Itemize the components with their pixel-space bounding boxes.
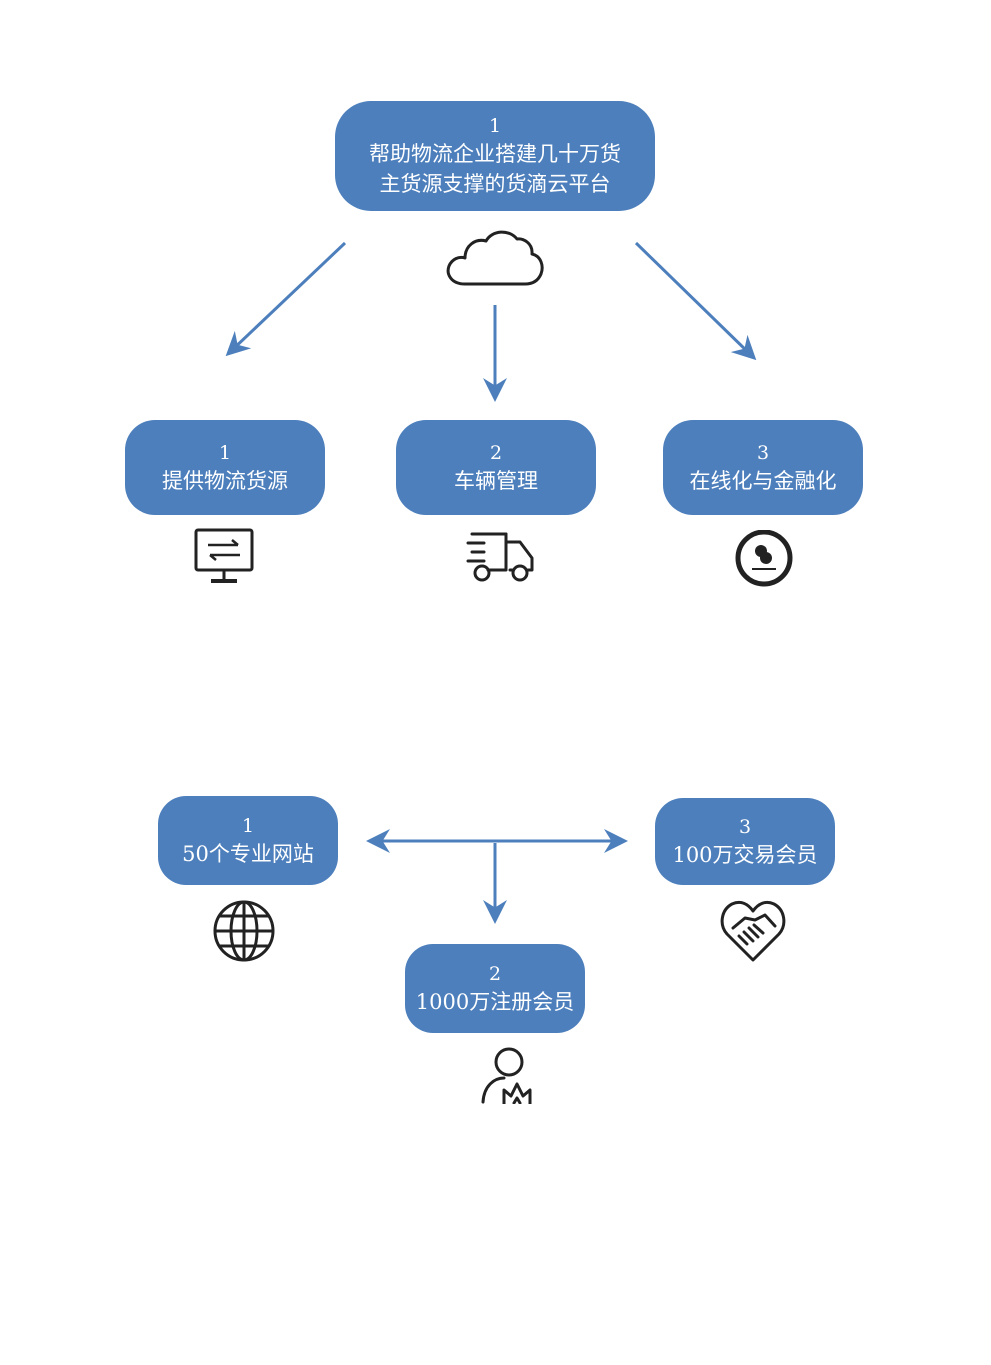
monitor-exchange-icon — [194, 528, 254, 583]
child-node-1: 1 提供物流货源 — [125, 420, 325, 515]
child-1-number: 1 — [218, 441, 232, 464]
globe-icon — [213, 900, 275, 962]
bottom-node-3: 3 100万交易会员 — [655, 798, 835, 885]
delivery-truck-icon — [466, 532, 534, 582]
child-3-number: 3 — [756, 441, 770, 464]
root-line-2: 主货源支撑的货滴云平台 — [379, 172, 611, 196]
bottom-3-number: 3 — [738, 815, 752, 838]
child-1-label: 提供物流货源 — [162, 468, 288, 493]
root-number: 1 — [488, 115, 502, 137]
arrow-to-child-3 — [634, 241, 757, 361]
cloud-icon — [446, 230, 544, 286]
bottom-2-number: 2 — [488, 962, 502, 985]
child-node-2: 2 车辆管理 — [396, 420, 596, 515]
bottom-2-label: 1000万注册会员 — [415, 989, 575, 1014]
member-icon — [481, 1047, 532, 1104]
finance-coin-icon — [735, 530, 793, 587]
bottom-node-1: 1 50个专业网站 — [158, 796, 338, 885]
child-2-number: 2 — [489, 441, 503, 464]
handshake-heart-icon — [720, 900, 786, 962]
bottom-node-2: 2 1000万注册会员 — [405, 944, 585, 1033]
child-2-label: 车辆管理 — [454, 468, 538, 493]
child-node-3: 3 在线化与金融化 — [663, 420, 863, 515]
arrow-to-child-1 — [225, 241, 347, 357]
bottom-3-label: 100万交易会员 — [672, 842, 818, 867]
bottom-1-number: 1 — [241, 814, 255, 837]
bottom-1-label: 50个专业网站 — [182, 841, 314, 866]
root-line-1: 帮助物流企业搭建几十万货 — [369, 142, 621, 166]
child-3-label: 在线化与金融化 — [689, 468, 837, 493]
root-node: 1 帮助物流企业搭建几十万货 主货源支撑的货滴云平台 — [335, 101, 655, 211]
